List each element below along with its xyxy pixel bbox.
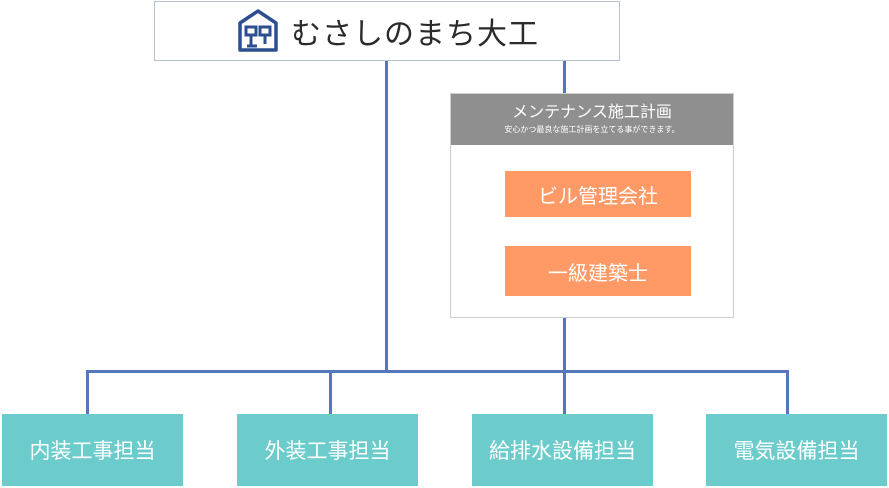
- department-exterior: 外装工事担当: [237, 414, 418, 486]
- connector-plan-to-bus: [563, 318, 566, 370]
- connector-dept-plumbing: [563, 370, 566, 414]
- department-label: 内装工事担当: [29, 439, 156, 463]
- house-logo-icon: [238, 9, 278, 52]
- department-electrical: 電気設備担当: [706, 414, 887, 486]
- connector-horizontal-bus: [86, 370, 789, 373]
- plan-header: メンテナンス施工計画 安心かつ最良な施工計画を立てる事ができます。: [451, 94, 733, 145]
- department-plumbing: 給排水設備担当: [472, 414, 653, 486]
- company-name: むさしのまち大工: [291, 17, 539, 52]
- department-label: 電気設備担当: [733, 439, 860, 463]
- plan-item-architect: 一級建築士: [505, 246, 691, 296]
- department-label: 外装工事担当: [264, 439, 391, 463]
- department-label: 給排水設備担当: [489, 439, 636, 463]
- department-interior: 内装工事担当: [2, 414, 183, 486]
- connector-company-to-plan: [563, 61, 566, 93]
- plan-title: メンテナンス施工計画: [512, 102, 672, 121]
- maintenance-plan-panel: メンテナンス施工計画 安心かつ最良な施工計画を立てる事ができます。 ビル管理会社…: [450, 93, 734, 318]
- plan-subtitle: 安心かつ最良な施工計画を立てる事ができます。: [504, 125, 680, 134]
- plan-item-label: ビル管理会社: [538, 183, 658, 208]
- plan-item-label: 一級建築士: [548, 260, 648, 285]
- connector-dept-interior: [86, 370, 89, 414]
- connector-company-to-bus: [385, 61, 388, 370]
- plan-item-building-management: ビル管理会社: [505, 171, 691, 217]
- connector-dept-exterior: [329, 370, 332, 414]
- company-box: むさしのまち大工: [154, 1, 620, 61]
- connector-dept-electrical: [786, 370, 789, 414]
